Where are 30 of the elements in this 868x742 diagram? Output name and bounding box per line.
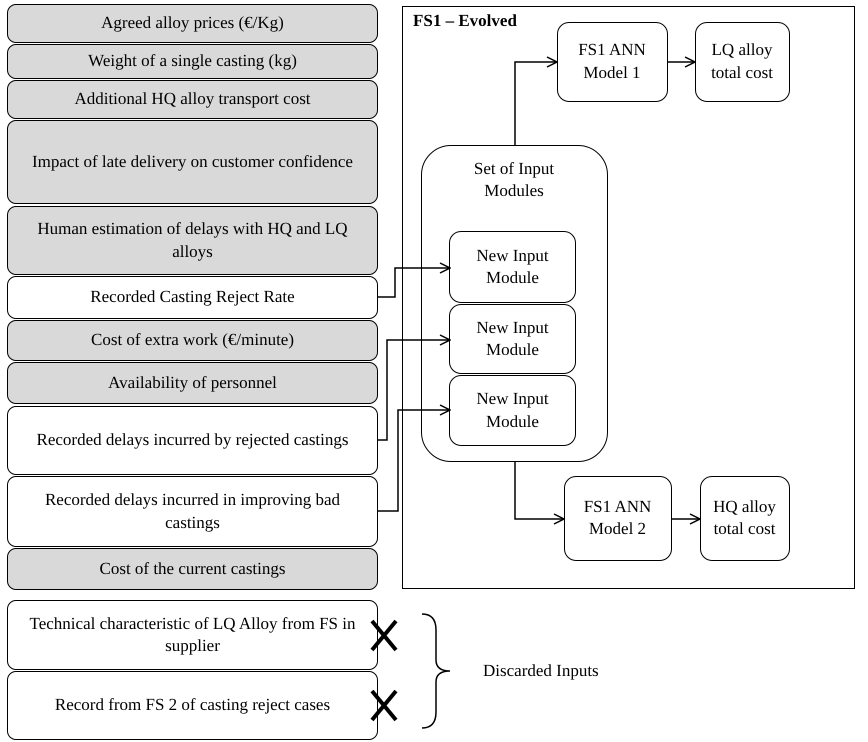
group-label: Discarded Inputs <box>483 660 599 682</box>
input-box: Recorded delays incurred in improving bad castings <box>7 476 378 547</box>
input-box: Cost of the current castings <box>7 548 378 590</box>
arrow <box>514 56 558 145</box>
system-panel: FS1 – Evolved Set of Input Modules New Input Module New Input Module New Input Module FS1 ANN Model 1 LQ alloy total cost FS1 ANN Model 2 HQ alloy total cost <box>402 6 855 589</box>
input-box: Agreed alloy prices (€/Kg) <box>7 4 378 43</box>
input-box: Recorded delays incurred by rejected castings <box>7 406 378 475</box>
arrow <box>378 262 451 298</box>
process-box: FS1 ANN Model 2 <box>564 476 672 560</box>
arrow <box>668 56 696 68</box>
input-box: Recorded Casting Reject Rate <box>7 276 378 319</box>
process-box: HQ alloy total cost <box>700 476 790 560</box>
input-box: Impact of late delivery on customer confidence <box>7 120 378 204</box>
arrow <box>514 462 565 525</box>
process-box: LQ alloy total cost <box>694 22 790 102</box>
input-box: Human estimation of delays with HQ and LQ alloys <box>7 206 378 275</box>
arrow <box>672 513 701 525</box>
input-box: Technical characteristic of LQ Alloy from FS in supplier <box>7 600 378 670</box>
process-box: New Input Module <box>449 375 576 446</box>
process-box: New Input Module <box>449 231 576 303</box>
process-box: FS1 ANN Model 1 <box>556 22 668 102</box>
process-box: New Input Module <box>449 304 576 374</box>
input-box: Cost of extra work (€/minute) <box>7 320 378 361</box>
arrow <box>378 404 451 512</box>
arrow <box>378 334 451 441</box>
input-box: Additional HQ alloy transport cost <box>7 80 378 119</box>
input-box: Weight of a single casting (kg) <box>7 44 378 79</box>
module-group: Set of Input Modules New Input Module New Input Module New Input Module <box>420 144 608 462</box>
input-box: Availability of personnel <box>7 362 378 404</box>
input-box: Record from FS 2 of casting reject cases <box>7 671 378 740</box>
